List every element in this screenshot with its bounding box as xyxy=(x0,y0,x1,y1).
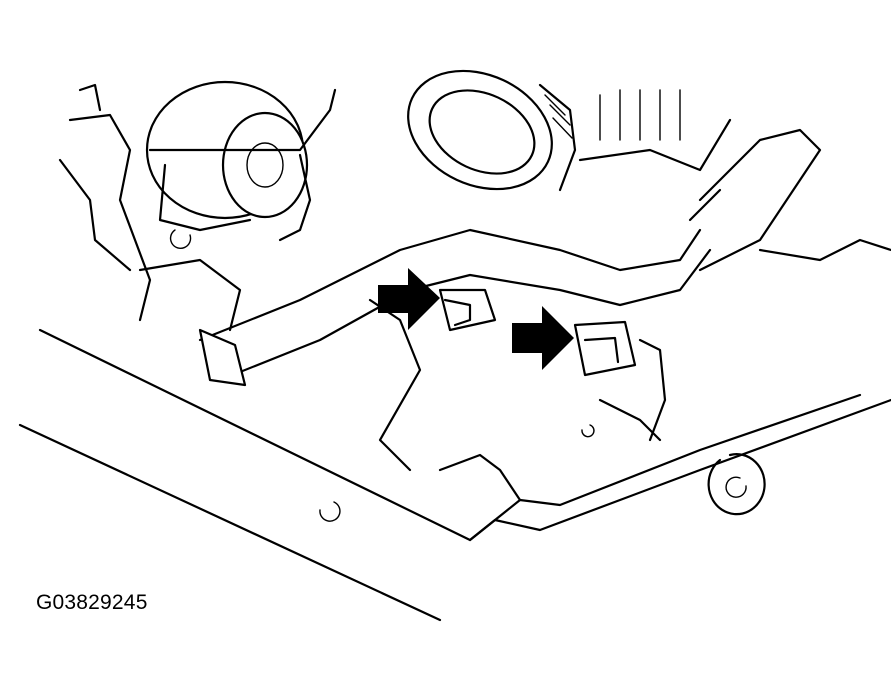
body-panel xyxy=(18,298,891,622)
pointer-arrow-icon xyxy=(512,306,574,370)
pointer-arrow-icon xyxy=(378,268,440,330)
figure-id-label: G03829245 xyxy=(36,591,148,614)
connector-left xyxy=(438,288,497,332)
left-bracket xyxy=(58,83,242,332)
main-tube xyxy=(198,228,712,387)
lower-parts xyxy=(438,398,766,516)
intake-duct xyxy=(407,69,577,192)
canister xyxy=(145,80,337,242)
right-hose xyxy=(578,89,891,272)
connector-right xyxy=(573,320,667,442)
